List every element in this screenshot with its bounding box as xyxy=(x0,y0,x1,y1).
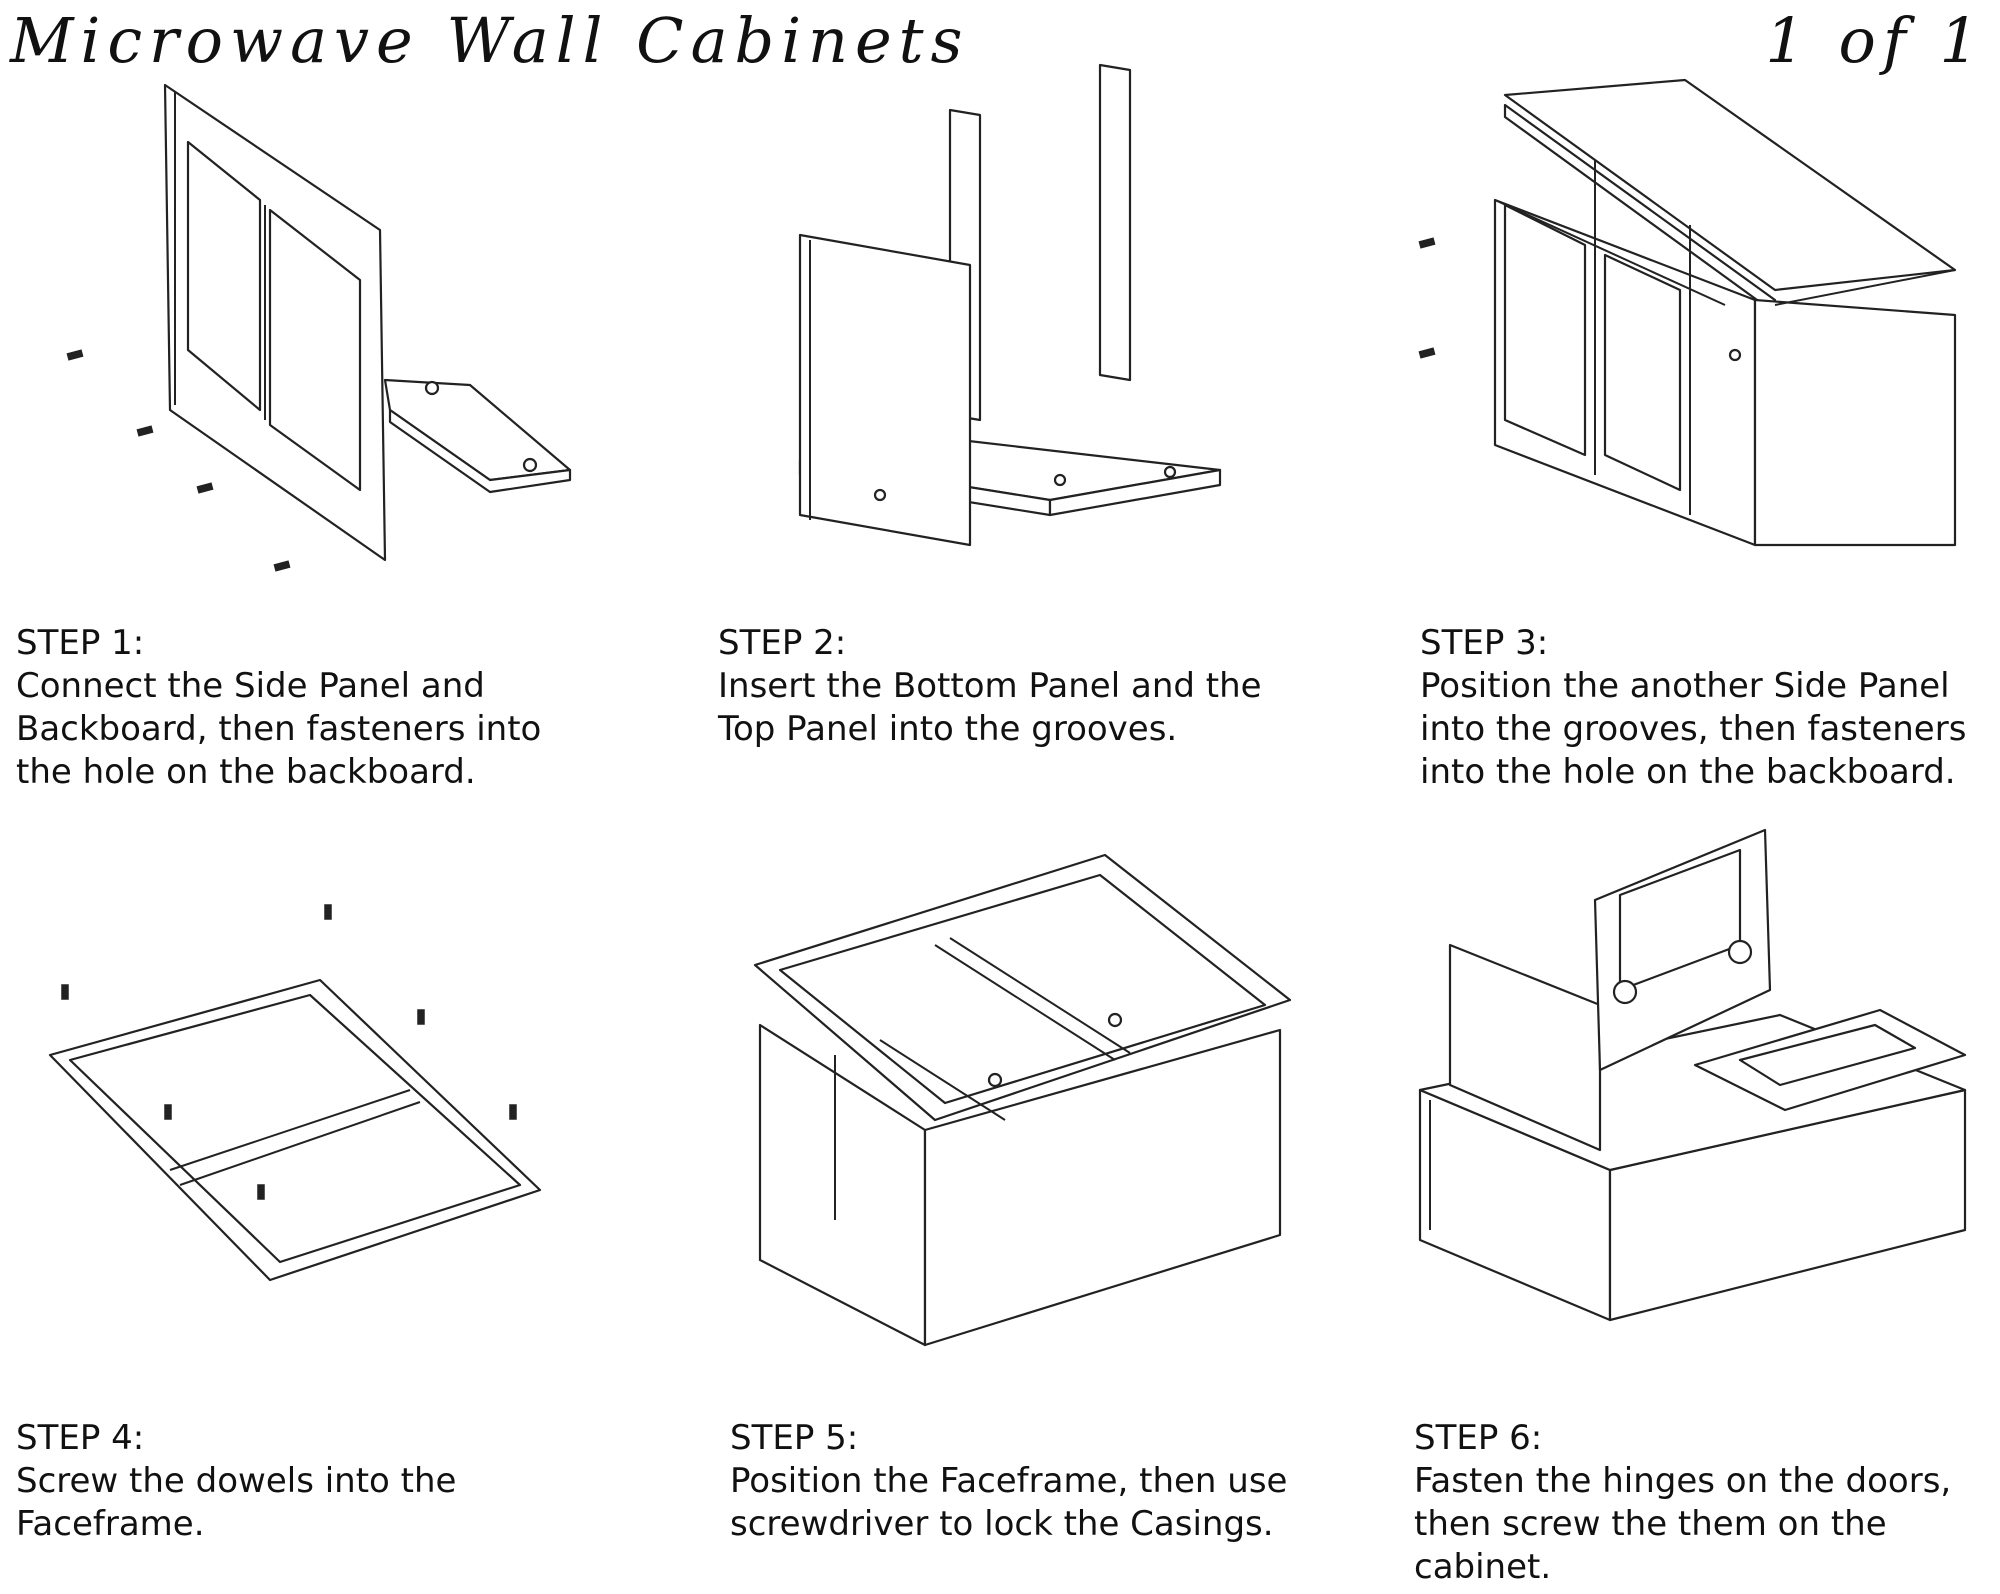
page-number: 1 of 1 xyxy=(1765,4,1986,77)
faceframe-dowels-drawing xyxy=(40,890,560,1290)
bottom-top-panel-drawing xyxy=(780,60,1250,620)
step-6-label: STEP 6: xyxy=(1414,1418,1543,1458)
step-5-label: STEP 5: xyxy=(730,1418,859,1458)
step-4-text: Screw the dowels into the Faceframe. xyxy=(16,1461,457,1544)
step-2-label: STEP 2: xyxy=(718,623,847,663)
step-2-caption: STEP 2: Insert the Bottom Panel and the … xyxy=(718,622,1262,751)
step-3-label: STEP 3: xyxy=(1420,623,1549,663)
step-4-caption: STEP 4: Screw the dowels into the Facefr… xyxy=(16,1417,456,1546)
step-1-text: Connect the Side Panel and Backboard, th… xyxy=(16,666,542,792)
second-side-panel-drawing xyxy=(1415,75,1975,655)
step-5-caption: STEP 5: Position the Faceframe, then use… xyxy=(730,1417,1287,1546)
step-3-text: Position the another Side Panel into the… xyxy=(1420,666,1967,792)
step-6-caption: STEP 6: Fasten the hinges on the doors, … xyxy=(1414,1417,1951,1589)
side-panel-backboard-drawing xyxy=(60,80,580,580)
document-title: Microwave Wall Cabinets xyxy=(10,4,970,77)
step-1-caption: STEP 1: Connect the Side Panel and Backb… xyxy=(16,622,541,794)
doors-hinges-drawing xyxy=(1410,820,1980,1380)
step-2-text: Insert the Bottom Panel and the Top Pane… xyxy=(718,666,1262,749)
step-1-label: STEP 1: xyxy=(16,623,145,663)
step-6-text: Fasten the hinges on the doors, then scr… xyxy=(1414,1461,1952,1587)
step-5-text: Position the Faceframe, then use screwdr… xyxy=(730,1461,1288,1544)
step-3-caption: STEP 3: Position the another Side Panel … xyxy=(1420,622,1966,794)
faceframe-casing-drawing xyxy=(735,840,1295,1420)
step-4-label: STEP 4: xyxy=(16,1418,145,1458)
